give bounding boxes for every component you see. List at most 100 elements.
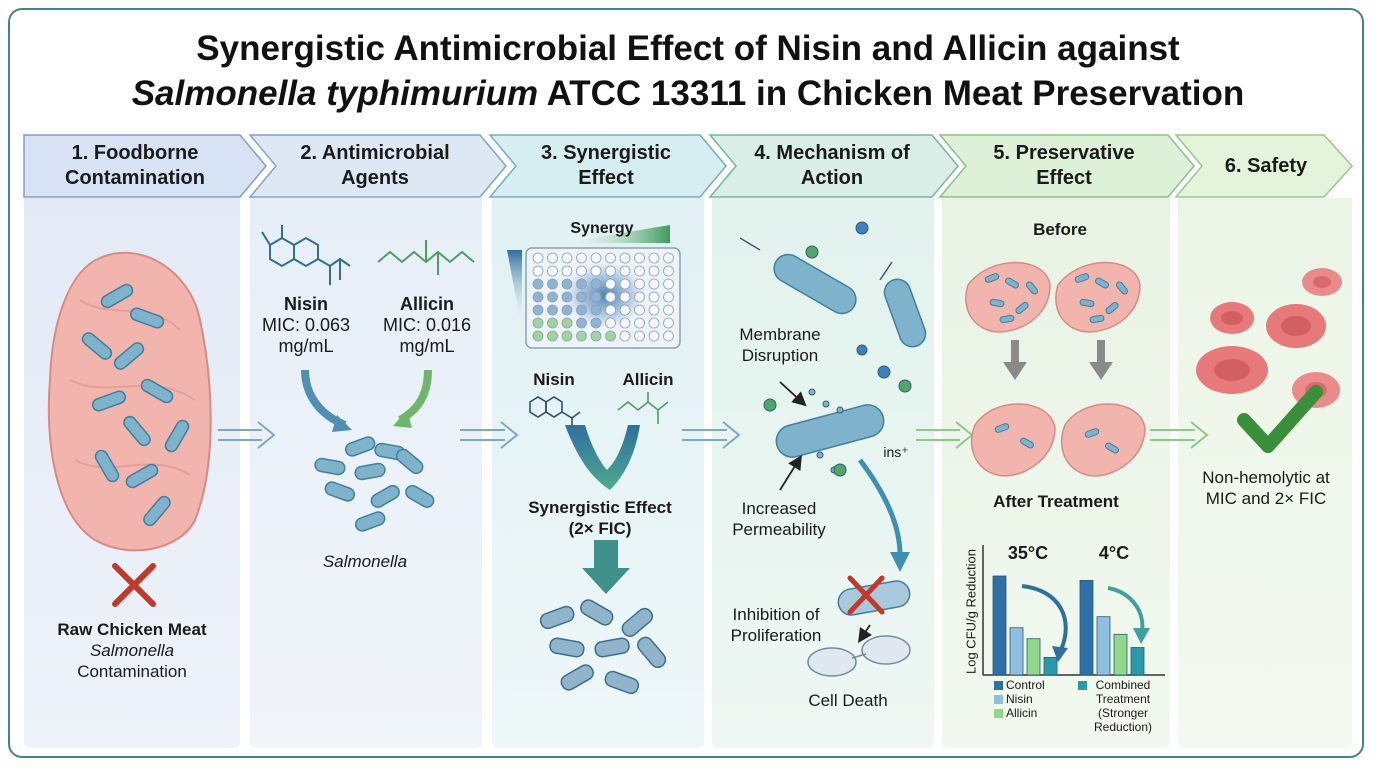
- salmonella-cluster: [314, 436, 435, 532]
- safety-caption: Non-hemolytic at MIC and 2× FIC: [1180, 467, 1352, 509]
- plate-well: [648, 278, 660, 290]
- cross-icon: [112, 563, 156, 607]
- plate-well: [648, 304, 660, 316]
- plate-well: [648, 265, 660, 277]
- chart-bar: [1009, 627, 1024, 676]
- plate-well: [590, 291, 602, 303]
- safety-line-2: MIC and 2× FIC: [1205, 489, 1327, 508]
- plate-well: [648, 330, 660, 342]
- plate-well: [619, 278, 631, 290]
- chart-y-label: Log CFU/g Reduction: [963, 549, 979, 675]
- after-treatment-label: After Treatment: [993, 492, 1119, 511]
- meat-after-1: [970, 403, 1056, 477]
- membrane-line-2: Disruption: [741, 346, 819, 365]
- plate-well: [663, 278, 674, 290]
- plate-well: [590, 278, 602, 290]
- plate-well: [619, 317, 631, 329]
- plate-well: [605, 291, 616, 303]
- plate-well: [532, 278, 544, 290]
- nisin-unit: mg/mL: [278, 336, 334, 356]
- safety-line-1: Non-hemolytic at: [1202, 468, 1330, 487]
- mechanism-bacteria: [739, 237, 927, 458]
- plate-well: [663, 304, 674, 316]
- plate-well: [634, 252, 645, 264]
- plate-well: [590, 330, 602, 342]
- plate-well: [634, 330, 645, 342]
- chart-trend-arrow-35: [1021, 584, 1068, 653]
- membrane-line-1: Membrane: [739, 325, 821, 344]
- step-4-line-1: 4. Mechanism of: [754, 142, 910, 164]
- chart-legend-left: Control Nisin Allicin: [1006, 678, 1066, 720]
- plate-well: [648, 252, 660, 264]
- step-chevrons: [23, 134, 1354, 198]
- ion-particles: [763, 221, 912, 477]
- meat-after-2: [1060, 403, 1146, 477]
- allicin-name: Allicin: [399, 294, 454, 314]
- plate-well: [605, 330, 616, 342]
- plate-well: [547, 291, 558, 303]
- plate-well: [634, 291, 645, 303]
- chart-bar: [1043, 657, 1058, 676]
- chart-bar: [1026, 638, 1041, 676]
- effect-line-2: (2× FIC): [568, 519, 632, 538]
- plate-well: [547, 330, 558, 342]
- mechanism-pointer-arrows: [779, 381, 872, 643]
- step-6-label: 6. Safety: [1224, 155, 1308, 177]
- legend-control: Control: [1006, 678, 1045, 692]
- red-blood-cells: [1196, 268, 1342, 408]
- caption-salmonella: Salmonella: [89, 641, 175, 660]
- plate-well: [605, 317, 616, 329]
- cell-death-label: Cell Death: [808, 691, 888, 710]
- allicin-mic: MIC: 0.016: [382, 315, 472, 335]
- plate-well: [634, 317, 645, 329]
- chart-bar: [1079, 580, 1094, 676]
- meat-before-1: [965, 261, 1051, 333]
- plate-well: [634, 265, 645, 277]
- chart-legend-right: Combined Treatment (Stronger Reduction): [1086, 678, 1160, 734]
- plate-well: [561, 330, 573, 342]
- plate-well: [547, 304, 558, 316]
- plate-well: [532, 330, 544, 342]
- chart-trend-arrowhead-4: [1133, 628, 1150, 644]
- perm-line-2: Permeability: [732, 520, 826, 539]
- caption-raw-chicken: Raw Chicken Meat: [57, 620, 207, 639]
- title-species: Salmonella typhimurium: [131, 74, 539, 113]
- plate-well: [663, 330, 674, 342]
- plate-well: [590, 304, 602, 316]
- ions-label: ins⁺: [883, 444, 909, 460]
- plate-well: [532, 317, 544, 329]
- inhib-line-1: Inhibition of: [732, 605, 820, 624]
- plate-well: [561, 265, 573, 277]
- synergy-allicin-label: Allicin: [622, 370, 674, 389]
- step-2-line-1: 2. Antimicrobial: [300, 142, 450, 164]
- legend-combined-2: Treatment: [1095, 692, 1151, 706]
- synergy-nisin-label: Nisin: [533, 370, 575, 389]
- salmonella-label: Salmonella: [322, 552, 408, 571]
- allicin-molecule-icon: [377, 240, 475, 275]
- flow-arrows: [218, 421, 1209, 449]
- nisin-mic: MIC: 0.063: [261, 315, 351, 335]
- legend-combined-4: Reduction): [1093, 720, 1153, 734]
- plate-well: [532, 265, 544, 277]
- plate-well: [605, 304, 616, 316]
- plate-well: [576, 252, 587, 264]
- dead-bacteria-cluster: [539, 599, 667, 695]
- plate-well: [663, 317, 674, 329]
- title-line-2-rest: ATCC 13311 in Chicken Meat Preservation: [538, 74, 1245, 113]
- plate-well: [547, 252, 558, 264]
- meat-before-2: [1055, 261, 1141, 333]
- step-3-line-1: 3. Synergistic: [540, 142, 672, 164]
- legend-allicin: Allicin: [1006, 706, 1038, 720]
- inhib-line-2: Proliferation: [730, 626, 822, 645]
- plate-well: [576, 265, 587, 277]
- title-line-1: Synergistic Antimicrobial Effect of Nisi…: [196, 29, 1180, 68]
- plate-well: [634, 278, 645, 290]
- plate-well: [561, 278, 573, 290]
- synergy-nisin-molecule-icon: [529, 396, 581, 428]
- perm-line-1: Increased: [741, 499, 817, 518]
- step-5-line-2: Effect: [1036, 167, 1092, 189]
- inhibited-bacterium: [837, 575, 911, 616]
